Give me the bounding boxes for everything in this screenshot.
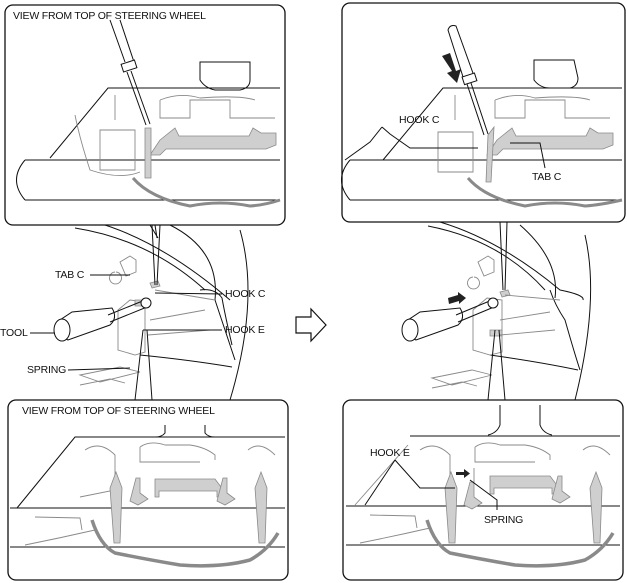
frame-lines xyxy=(147,289,216,336)
leader-hook-e-a xyxy=(394,459,455,489)
hook-c xyxy=(144,127,152,179)
panel-top-left xyxy=(4,4,286,239)
hooks xyxy=(109,470,268,544)
wheel-arc-1 xyxy=(427,225,546,291)
left-housing xyxy=(24,516,96,546)
rim-section xyxy=(341,159,622,201)
frame-lines xyxy=(499,294,561,336)
leader-tab-c xyxy=(510,142,546,169)
label-hook-e: HOOK E xyxy=(225,324,265,336)
spring-wire xyxy=(466,177,623,208)
slide-arrow-icon xyxy=(456,469,470,478)
wheel-arc-3 xyxy=(519,224,557,299)
wheel-arc-outer xyxy=(574,234,592,401)
middle-right-scene xyxy=(401,221,592,401)
callout-stem-bottom xyxy=(487,329,506,401)
rim-section xyxy=(10,507,285,548)
wheel-arc-2 xyxy=(94,221,231,301)
cover-edge xyxy=(49,87,280,159)
leader-spring xyxy=(469,479,498,510)
label-tab-c-top-right: TAB C xyxy=(532,171,562,183)
column-boss xyxy=(199,61,251,91)
panel-bottom-right xyxy=(342,399,624,581)
lower-contour xyxy=(139,354,233,368)
tool-screwdriver xyxy=(53,297,152,342)
middle-left-scene xyxy=(30,221,249,401)
callout-stem-top xyxy=(499,221,508,291)
rim-section xyxy=(346,505,620,546)
hook-c-part xyxy=(499,289,511,298)
column-boss xyxy=(487,405,553,436)
label-hook-c-top-right: HOOK C xyxy=(399,114,440,126)
left-housing xyxy=(437,95,474,173)
inner-cover xyxy=(494,95,610,119)
spring-wire xyxy=(425,519,615,568)
hooks xyxy=(444,470,603,544)
label-spring: SPRING xyxy=(27,364,67,376)
bracket-outline xyxy=(117,299,146,356)
callout-stem-bottom xyxy=(134,329,153,401)
cover-edge xyxy=(382,87,622,161)
inner-cover xyxy=(79,442,276,498)
inner-cover xyxy=(159,95,275,119)
panel-top-right xyxy=(341,2,626,223)
nut xyxy=(109,271,122,285)
retainer-plate xyxy=(486,127,614,156)
right-outline-arrow-icon xyxy=(295,307,327,343)
wheel-arc-2 xyxy=(439,221,584,301)
label-tool: TOOL xyxy=(0,327,28,339)
hub-contour xyxy=(549,289,581,371)
label-spring-bottom-right: SPRING xyxy=(484,514,524,526)
rim-section xyxy=(16,159,280,201)
leader-hook-c-b xyxy=(344,126,383,161)
leader-spring xyxy=(67,367,131,371)
cover-edge xyxy=(16,436,285,509)
fastener xyxy=(119,255,137,277)
lower-parts xyxy=(430,369,493,389)
fastener xyxy=(477,255,495,277)
panel-bottom-left xyxy=(7,399,289,581)
leader-hook-c-a xyxy=(381,126,478,149)
lower-parts xyxy=(78,366,141,386)
wheel-arc-1 xyxy=(74,227,206,291)
tool-screwdriver xyxy=(401,297,499,342)
left-housing xyxy=(354,444,431,544)
hub-contour xyxy=(199,289,233,346)
retainer-plate xyxy=(149,127,277,156)
bracket-outline xyxy=(472,297,503,356)
screwdriver xyxy=(109,19,151,126)
panel-title-top-left: VIEW FROM TOP OF STEERING WHEEL xyxy=(13,10,206,22)
label-hook-e-bottom-right: HOOK E xyxy=(370,447,410,459)
label-hook-c: HOOK C xyxy=(225,288,266,300)
leader-hook-e-b xyxy=(364,459,396,506)
leader-hook-c xyxy=(154,292,223,295)
nut xyxy=(467,276,480,290)
retainer-bar xyxy=(154,478,222,498)
panel-title-bottom-left: VIEW FROM TOP OF STEERING WHEEL xyxy=(22,405,215,417)
screwdriver xyxy=(447,25,489,136)
callout-stem-top xyxy=(151,224,161,286)
lower-contour xyxy=(489,354,579,371)
push-arrow-icon xyxy=(448,292,466,304)
label-tab-c: TAB C xyxy=(55,269,85,281)
hook-c xyxy=(485,125,495,183)
wheel-arc-outer xyxy=(229,229,249,401)
hook-e-pair xyxy=(129,477,236,506)
callout-pointer xyxy=(149,224,159,239)
left-housing xyxy=(74,95,141,176)
spring-wire xyxy=(90,519,280,568)
retainer-bar xyxy=(489,475,557,495)
press-arrow-icon xyxy=(442,53,461,83)
spring-wire xyxy=(131,177,281,208)
inner-cover xyxy=(419,442,611,490)
